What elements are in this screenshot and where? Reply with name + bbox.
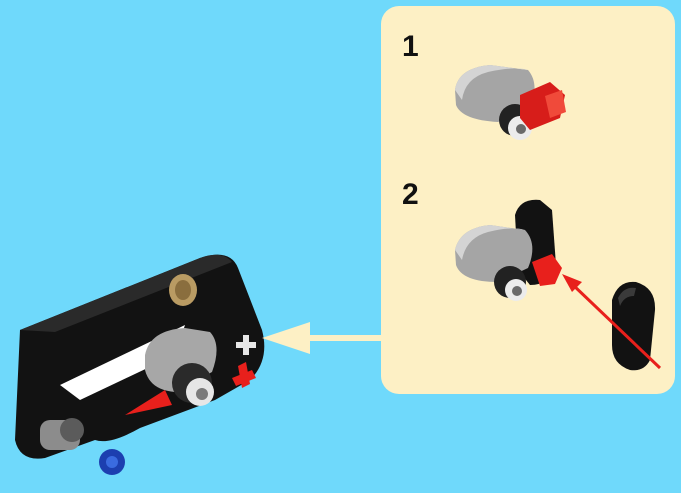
minus-icon	[232, 362, 256, 388]
red-axle-tip	[125, 390, 172, 415]
step-1-illustration	[455, 65, 566, 140]
step-2-illustration	[455, 199, 662, 371]
grey-axle-connector	[145, 328, 217, 406]
plus-icon	[236, 335, 256, 355]
pointer-arrow	[262, 322, 385, 354]
step-number-2: 2	[402, 178, 419, 211]
step-number-1: 1	[402, 30, 419, 63]
black-frame-part	[15, 254, 265, 475]
